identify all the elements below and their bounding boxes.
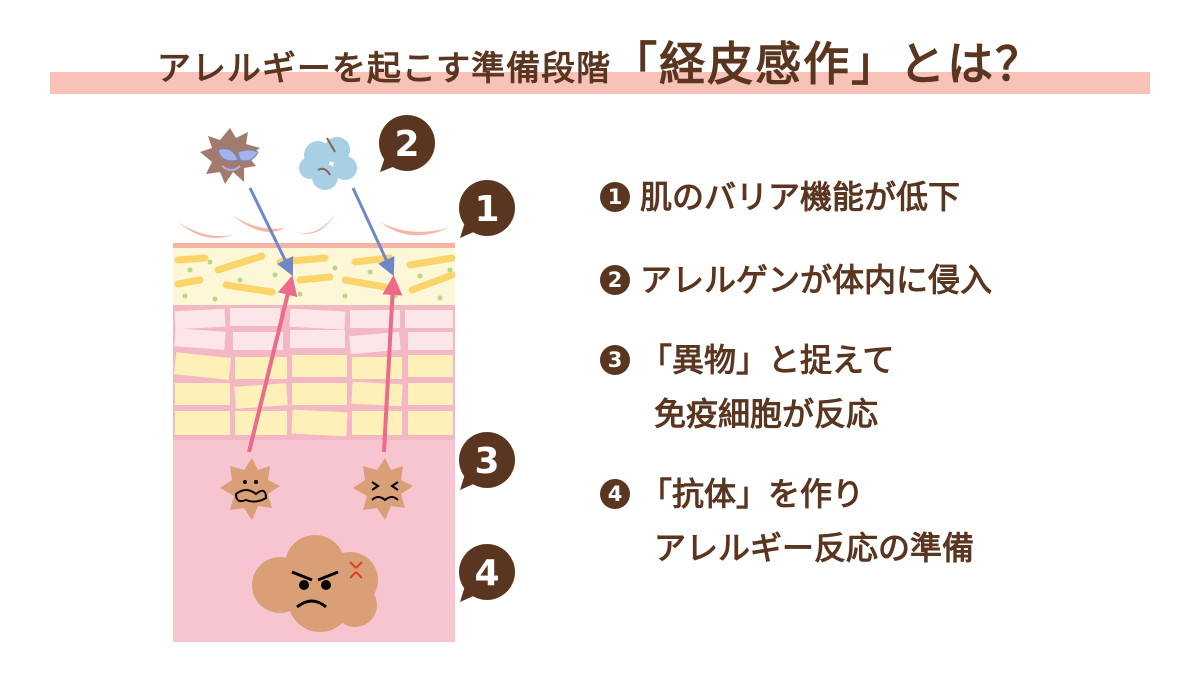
arrow-response-1: [247, 275, 298, 453]
item-text: 肌のバリア機能が低下: [640, 178, 961, 216]
number-badge: 2: [600, 265, 630, 295]
item-text: 「異物」と捉えて: [640, 341, 895, 379]
epidermis-cells: [173, 305, 455, 440]
immune-cell-angry: [252, 535, 378, 632]
marker-1: 1: [459, 180, 515, 238]
number-badge: 3: [600, 345, 630, 375]
svg-text:4: 4: [474, 553, 499, 594]
list-item-3: 3 「異物」と捉えて 免疫細胞が反応: [600, 333, 894, 441]
marker-3: 3: [459, 432, 515, 490]
allergen-dust: [299, 137, 357, 190]
item-text: 「抗体」を作り: [640, 475, 865, 513]
number-badge: 1: [600, 182, 630, 212]
list-item-2: 2 アレルゲンが体内に侵入: [600, 253, 992, 307]
svg-text:3: 3: [474, 441, 499, 482]
item-text: アレルゲンが体内に侵入: [640, 261, 993, 299]
item-text-line2: アレルギー反応の準備: [654, 529, 975, 567]
svg-text:2: 2: [394, 124, 419, 165]
item-text-line2: 免疫細胞が反応: [654, 395, 879, 433]
page-title: アレルギーを起こす準備段階「経皮感作」とは？: [0, 28, 1200, 94]
list-item-4: 4 「抗体」を作り アレルギー反応の準備: [600, 467, 974, 575]
marker-2: 2: [379, 115, 435, 172]
arrow-entry-1: [248, 187, 294, 277]
title-highlight: [50, 72, 1150, 94]
title-part1: アレルギーを起こす準備段階: [156, 49, 612, 89]
lipid-bars: [174, 252, 456, 296]
marker-4: 4: [459, 544, 515, 602]
arrow-entry-2: [351, 187, 395, 277]
title-part2: 「経皮感作」とは？: [611, 37, 1044, 91]
number-badge: 4: [600, 479, 630, 509]
arrow-response-2: [382, 275, 403, 453]
immune-cell-strained: [353, 458, 413, 520]
list-item-1: 1 肌のバリア機能が低下: [600, 170, 960, 224]
skin-flakes: [178, 214, 448, 239]
skin-surface: [173, 243, 455, 248]
immune-cell-surprised: [220, 458, 280, 520]
allergen-mite: [200, 128, 260, 184]
svg-text:1: 1: [474, 189, 499, 230]
